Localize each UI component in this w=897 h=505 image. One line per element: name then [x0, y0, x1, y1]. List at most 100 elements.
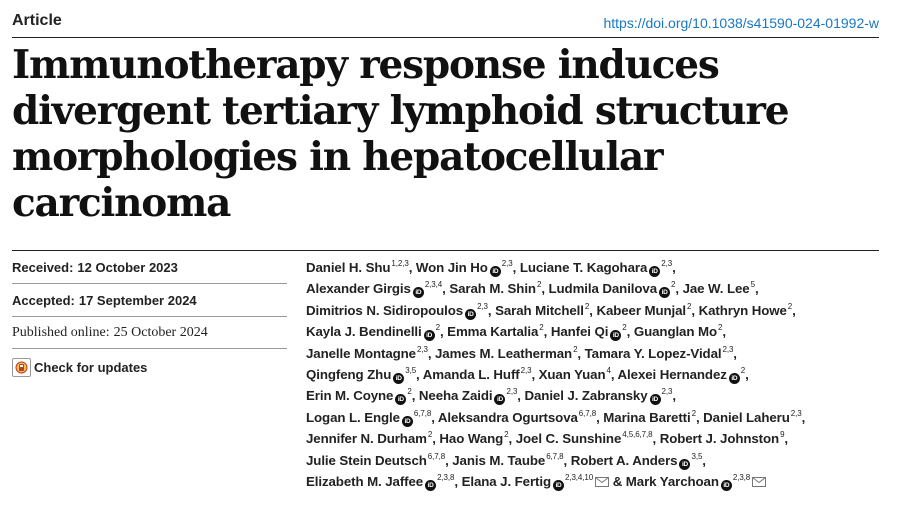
affiliation-numbers: 2,3: [790, 408, 802, 418]
orcid-icon[interactable]: iD: [649, 394, 661, 406]
orcid-icon[interactable]: iD: [720, 480, 732, 492]
affiliation-numbers: 2,3,4: [424, 280, 443, 290]
author-separator: ,: [745, 367, 749, 383]
author-name[interactable]: Guanglan Mo2: [634, 324, 723, 340]
author-name[interactable]: Robert J. Johnston9: [660, 431, 785, 447]
author-name-text: Aleksandra Ogurtsova: [437, 409, 578, 425]
author-name[interactable]: Joel C. Sunshine4,5,6,7,8: [516, 430, 653, 447]
orcid-icon[interactable]: iD: [659, 287, 671, 299]
affiliation-numbers: 2,3: [506, 387, 518, 397]
author-name[interactable]: Jennifer N. Durham2: [306, 431, 432, 447]
author-name-text: Robert A. Anders: [570, 452, 678, 468]
author-line: Janelle Montagne2,3, James M. Leatherman…: [306, 343, 886, 364]
check-for-updates-button[interactable]: Check for updates: [12, 356, 147, 378]
orcid-icon[interactable]: iD: [679, 458, 691, 470]
author-name[interactable]: Xuan Yuan4: [539, 367, 611, 383]
author-name-text: Alexander Girgis: [306, 281, 411, 297]
orcid-icon[interactable]: iD: [489, 266, 501, 277]
date-separator: [12, 348, 287, 349]
author-name[interactable]: Hao Wang2: [439, 431, 508, 447]
check-updates-icon: [12, 357, 31, 377]
orcid-icon[interactable]: iD: [494, 394, 506, 406]
author-name[interactable]: Tamara Y. Lopez-Vidal2,3: [585, 345, 734, 361]
author-name[interactable]: Sarah Mitchell2: [495, 302, 589, 318]
orcid-icon[interactable]: iD: [649, 266, 661, 277]
accepted-date: Accepted:17 September 2024: [12, 293, 282, 308]
author-separator: ,: [784, 431, 789, 447]
author-name[interactable]: Marina Baretti2: [603, 409, 696, 425]
author-name[interactable]: Emma Kartalia2: [447, 324, 544, 340]
author-name-text: Daniel J. Zabransky: [524, 388, 648, 404]
author-name[interactable]: Kathryn Howe2: [699, 302, 793, 318]
author-separator: ,: [695, 409, 704, 425]
author-separator: ,: [626, 324, 634, 340]
orcid-icon[interactable]: iD: [423, 330, 435, 342]
mail-icon[interactable]: [595, 477, 610, 488]
mail-icon[interactable]: [752, 477, 767, 488]
orcid-icon[interactable]: iD: [393, 373, 405, 385]
date-separator: [12, 283, 287, 284]
published-label: Published online:: [12, 325, 110, 340]
orcid-icon[interactable]: iD: [610, 330, 622, 342]
author-name[interactable]: Aleksandra Ogurtsova6,7,8: [437, 409, 596, 425]
orcid-icon[interactable]: iD: [728, 373, 740, 385]
author-name[interactable]: Kabeer Munjal2: [596, 302, 691, 318]
orcid-icon[interactable]: iD: [552, 480, 564, 492]
author-name[interactable]: Sarah M. Shin2: [449, 281, 541, 297]
author-separator: ,: [754, 281, 759, 297]
author-name[interactable]: Janelle Montagne2,3: [306, 345, 428, 361]
author-name[interactable]: Amanda L. Huff2,3: [423, 367, 532, 383]
author-name[interactable]: Jae W. Lee5: [683, 281, 755, 297]
author-separator: ,: [652, 431, 660, 447]
author-separator: ,: [541, 281, 549, 297]
author-name[interactable]: James M. Leatherman2: [435, 345, 578, 361]
author-separator: ,: [408, 260, 416, 275]
orcid-icon[interactable]: iD: [412, 287, 424, 299]
affiliation-numbers: 2,3: [661, 259, 673, 268]
author-separator: ,: [454, 474, 462, 490]
orcid-icon[interactable]: iD: [395, 394, 407, 406]
author-separator: ,: [543, 324, 551, 340]
author-name[interactable]: Daniel Laheru2,3: [703, 408, 802, 425]
affiliation-numbers: 1,2,3: [391, 259, 409, 268]
author-name-text: Sarah Mitchell: [495, 302, 584, 318]
affiliation-numbers: 3,5: [405, 366, 417, 376]
author-separator: ,: [427, 345, 436, 361]
author-name-text: Dimitrios N. Sidiropoulos: [306, 302, 464, 318]
author-name[interactable]: Julie Stein Deutsch6,7,8: [306, 452, 445, 468]
author-name[interactable]: Daniel H. Shu1,2,3: [306, 259, 409, 276]
orcid-icon[interactable]: iD: [465, 308, 477, 320]
orcid-icon[interactable]: iD: [401, 415, 413, 427]
affiliation-numbers: 4,5,6,7,8: [622, 430, 653, 440]
author-name-text: James M. Leatherman: [435, 345, 573, 361]
affiliation-numbers: 2: [740, 366, 746, 376]
author-name-text: Logan L. Engle: [306, 409, 400, 425]
author-name-text: Erin M. Coyne: [306, 388, 394, 404]
author-name-text: Sarah M. Shin: [449, 281, 536, 297]
author-separator: ,: [445, 452, 453, 468]
author-name[interactable]: Janis M. Taube6,7,8: [452, 452, 563, 468]
author-separator: ,: [512, 260, 520, 275]
doi-link[interactable]: https://doi.org/10.1038/s41590-024-01992…: [603, 15, 879, 31]
author-name-text: Won Jin Ho: [415, 260, 488, 275]
orcid-icon[interactable]: iD: [425, 480, 437, 492]
